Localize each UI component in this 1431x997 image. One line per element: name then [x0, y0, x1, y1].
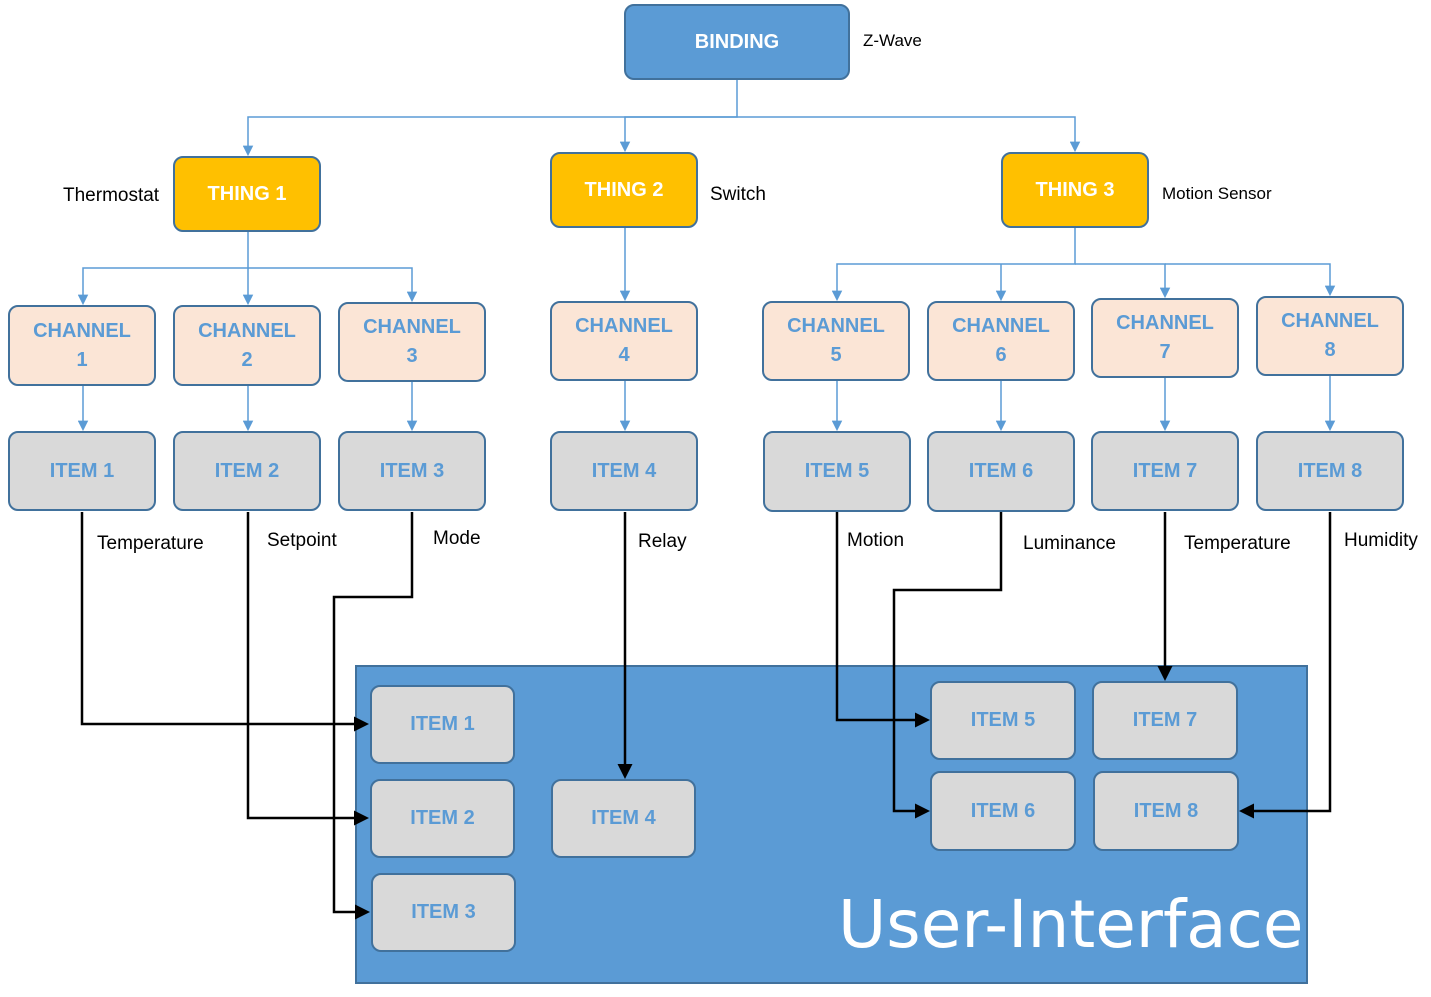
item-6-measure-label: Luminance — [1023, 533, 1116, 554]
channel-6-box: CHANNEL 6 — [927, 301, 1075, 381]
binding-protocol-label: Z-Wave — [863, 31, 922, 50]
ui-item-2: ITEM 2 — [370, 779, 515, 858]
connector-binding-thing-1 — [242, 80, 738, 157]
item-4-measure-label: Relay — [638, 531, 687, 552]
connector-thing-3-channel-8 — [1165, 263, 1336, 297]
ui-item-3: ITEM 3 — [371, 873, 516, 952]
item-2-measure-label: Setpoint — [267, 530, 337, 551]
channel-3-box: CHANNEL 3 — [338, 302, 486, 382]
ui-item-6: ITEM 6 — [930, 771, 1076, 851]
thing-2-box: THING 2 — [550, 152, 698, 228]
ui-item-8: ITEM 8 — [1093, 771, 1239, 851]
ui-item-1: ITEM 1 — [370, 685, 515, 764]
thing-3-box: THING 3 — [1001, 152, 1149, 228]
item-7-measure-label: Temperature — [1184, 533, 1291, 554]
channel-8-box: CHANNEL 8 — [1256, 296, 1404, 376]
connector-item-3-ui — [332, 512, 414, 920]
item-3-measure-label: Mode — [433, 528, 481, 549]
item-2-box: ITEM 2 — [173, 431, 321, 511]
thing-3-type-label: Motion Sensor — [1162, 184, 1272, 203]
item-5-measure-label: Motion — [847, 530, 905, 551]
channel-5-box: CHANNEL 5 — [762, 301, 910, 381]
thing-1-label: THING 1 — [207, 182, 287, 205]
connector-thing-1-channel-1 — [77, 232, 249, 306]
item-1-box: ITEM 1 — [8, 431, 156, 511]
connector-item-2-ui — [246, 512, 369, 826]
binding-to-things-connectors — [242, 80, 1081, 157]
item-8-measure-label: Humidity — [1344, 530, 1418, 551]
ui-item-7: ITEM 7 — [1092, 681, 1238, 760]
thing-2-type-label: Switch — [710, 184, 766, 205]
channel-7-box: CHANNEL 7 — [1091, 298, 1239, 378]
channels-to-items-connectors — [77, 376, 1336, 432]
item-7-box: ITEM 7 — [1091, 431, 1239, 511]
connector-item-8-ui — [1239, 512, 1332, 819]
binding-box: BINDING — [624, 4, 850, 80]
binding-label: BINDING — [694, 30, 780, 53]
user-interface-title: User-Interface — [838, 886, 1304, 963]
connector-thing-3-channel-5 — [831, 228, 1076, 302]
item-6-box: ITEM 6 — [927, 431, 1075, 512]
thing-1-type-label: Thermostat — [63, 185, 160, 206]
things-to-channels-connectors — [77, 228, 1336, 306]
ui-item-5: ITEM 5 — [930, 681, 1076, 760]
thing-1-box: THING 1 — [173, 156, 321, 232]
connector-item-6-ui — [892, 512, 1003, 819]
item-5-box: ITEM 5 — [763, 431, 911, 512]
item-3-box: ITEM 3 — [338, 431, 486, 511]
connector-thing-1-channel-3 — [248, 267, 418, 303]
connector-binding-thing-2 — [619, 116, 737, 153]
channel-4-box: CHANNEL 4 — [550, 301, 698, 381]
item-1-measure-label: Temperature — [97, 533, 204, 554]
ui-item-4: ITEM 4 — [551, 779, 696, 858]
items-to-ui-connectors — [80, 512, 1332, 920]
item-8-box: ITEM 8 — [1256, 431, 1404, 511]
connector-item-1-ui — [80, 512, 369, 732]
connector-item-5-ui — [835, 512, 930, 728]
item-4-box: ITEM 4 — [550, 431, 698, 511]
connector-thing-3-channel-7 — [1075, 263, 1171, 299]
connector-binding-thing-3 — [737, 116, 1081, 153]
thing-2-label: THING 2 — [584, 178, 664, 201]
channel-2-box: CHANNEL 2 — [173, 305, 321, 386]
channel-1-box: CHANNEL 1 — [8, 305, 156, 386]
thing-3-label: THING 3 — [1035, 178, 1115, 201]
